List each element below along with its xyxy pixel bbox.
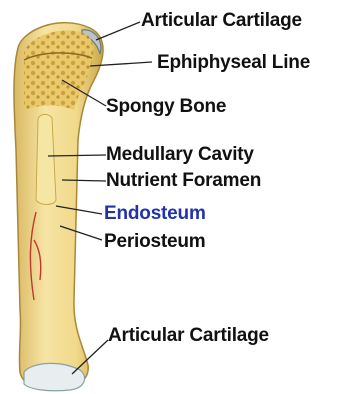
label-spongy-bone: Spongy Bone (106, 96, 226, 118)
label-epiphyseal-line: Ephiphyseal Line (157, 52, 310, 74)
leader-articular-top (96, 22, 140, 40)
label-nutrient-foramen: Nutrient Foramen (106, 170, 261, 192)
label-medullary-cavity: Medullary Cavity (106, 144, 254, 166)
bottom-articular-cartilage (24, 363, 85, 390)
label-articular-cartilage-top: Articular Cartilage (141, 10, 302, 32)
label-articular-cartilage-bottom: Articular Cartilage (108, 325, 269, 347)
label-periosteum: Periosteum (104, 231, 205, 253)
label-endosteum: Endosteum (104, 203, 206, 225)
